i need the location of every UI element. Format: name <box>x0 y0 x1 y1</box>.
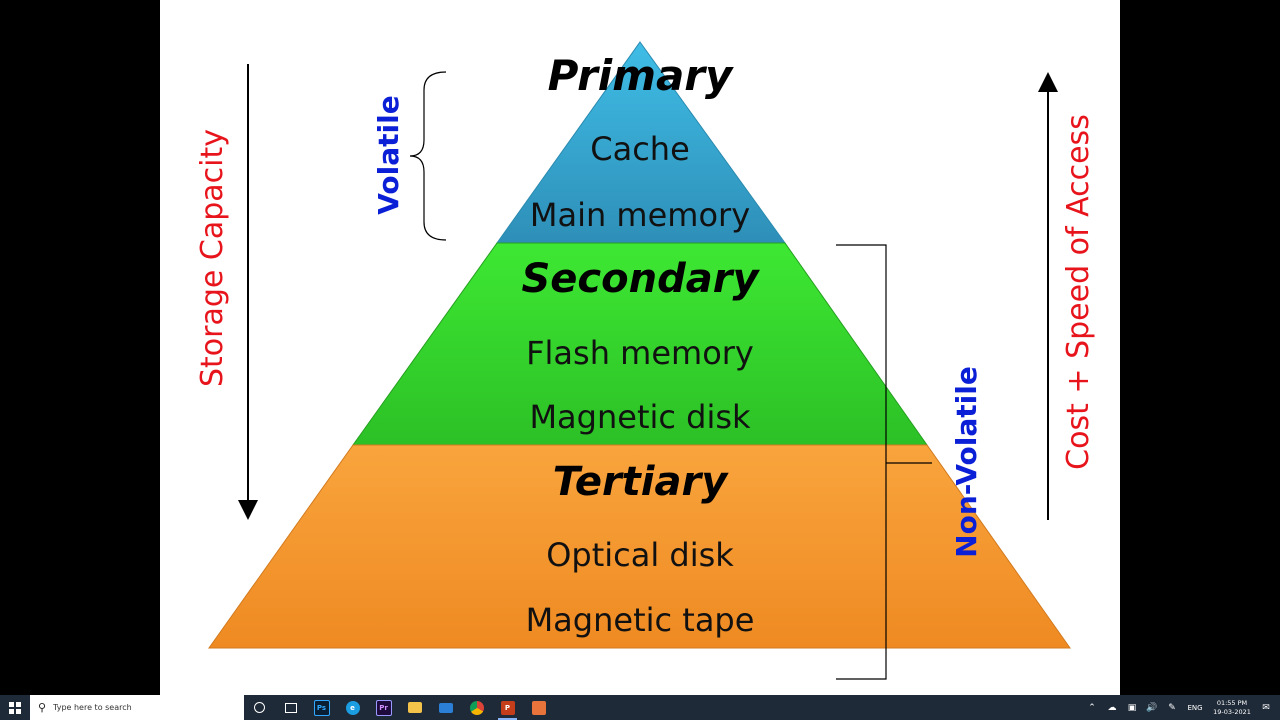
start-button[interactable] <box>0 695 30 720</box>
windows-logo-icon <box>9 701 21 714</box>
cortana-circle-icon <box>254 702 265 713</box>
volatile-brace <box>409 71 447 241</box>
task-view-button[interactable] <box>275 695 306 720</box>
taskbar-app-premiere[interactable]: Pr <box>368 695 399 720</box>
system-tray: ⌃ ☁ ▣ 🔊 ✎ ENG 01:55 PM 19-03-2021 ✉ <box>1082 695 1280 720</box>
taskbar-app-snip[interactable] <box>523 695 554 720</box>
taskbar-app-chrome[interactable] <box>461 695 492 720</box>
task-view-icon <box>284 702 297 713</box>
taskbar-app-edge[interactable]: e <box>337 695 368 720</box>
tier-tertiary-item-tape: Magnetic tape <box>526 601 755 639</box>
device-icon[interactable]: ▣ <box>1127 702 1137 713</box>
taskbar-search-input[interactable]: ⚲ Type here to search <box>30 695 244 720</box>
memory-hierarchy-diagram: Primary Cache Main memory Secondary Flas… <box>195 41 1096 680</box>
photoshop-icon: Ps <box>313 699 330 716</box>
tier-secondary-item-magnetic-disk: Magnetic disk <box>529 398 751 436</box>
notification-icon[interactable]: ✉ <box>1262 702 1270 712</box>
taskbar-app-photoshop[interactable]: Ps <box>306 695 337 720</box>
chevron-up-icon[interactable]: ⌃ <box>1088 702 1096 713</box>
tier-secondary-item-flash: Flash memory <box>526 334 754 372</box>
edge-browser-icon: e <box>345 700 360 715</box>
language-indicator[interactable]: ENG <box>1187 703 1203 712</box>
taskbar-app-powerpoint[interactable]: P <box>492 695 523 720</box>
nonvolatile-label: Non-Volatile <box>950 366 983 558</box>
powerpoint-icon: P <box>500 700 515 715</box>
search-placeholder: Type here to search <box>53 703 132 712</box>
tier-secondary-title: Secondary <box>521 256 760 302</box>
tier-primary-title: Primary <box>548 51 734 100</box>
clock-time: 01:55 PM <box>1216 698 1248 707</box>
onedrive-cloud-icon[interactable]: ☁ <box>1107 702 1117 713</box>
premiere-icon: Pr <box>375 699 392 716</box>
tier-primary-item-cache: Cache <box>590 130 690 168</box>
clock[interactable]: 01:55 PM 19-03-2021 <box>1208 699 1256 717</box>
volume-icon[interactable]: 🔊 <box>1146 702 1158 713</box>
chrome-icon <box>469 700 484 715</box>
storage-capacity-label: Storage Capacity <box>195 129 230 387</box>
volatile-label: Volatile <box>372 95 405 214</box>
pen-icon[interactable]: ✎ <box>1168 702 1176 713</box>
tier-tertiary-title: Tertiary <box>553 459 730 505</box>
file-explorer-icon <box>407 702 422 713</box>
snip-icon <box>531 700 546 715</box>
taskbar: ⚲ Type here to search Ps e Pr P <box>0 695 1280 720</box>
tier-tertiary-item-optical: Optical disk <box>546 536 734 574</box>
cost-speed-label: Cost + Speed of Access <box>1061 114 1096 470</box>
tier-primary-item-main-memory: Main memory <box>530 196 750 234</box>
tier-tertiary-shape <box>208 444 1071 649</box>
cortana-button[interactable] <box>244 695 275 720</box>
mail-icon <box>438 702 453 713</box>
taskbar-app-mail[interactable] <box>430 695 461 720</box>
search-icon: ⚲ <box>38 702 47 714</box>
taskbar-app-file-explorer[interactable] <box>399 695 430 720</box>
clock-date: 19-03-2021 <box>1213 707 1251 716</box>
nonvolatile-bracket <box>836 244 887 680</box>
